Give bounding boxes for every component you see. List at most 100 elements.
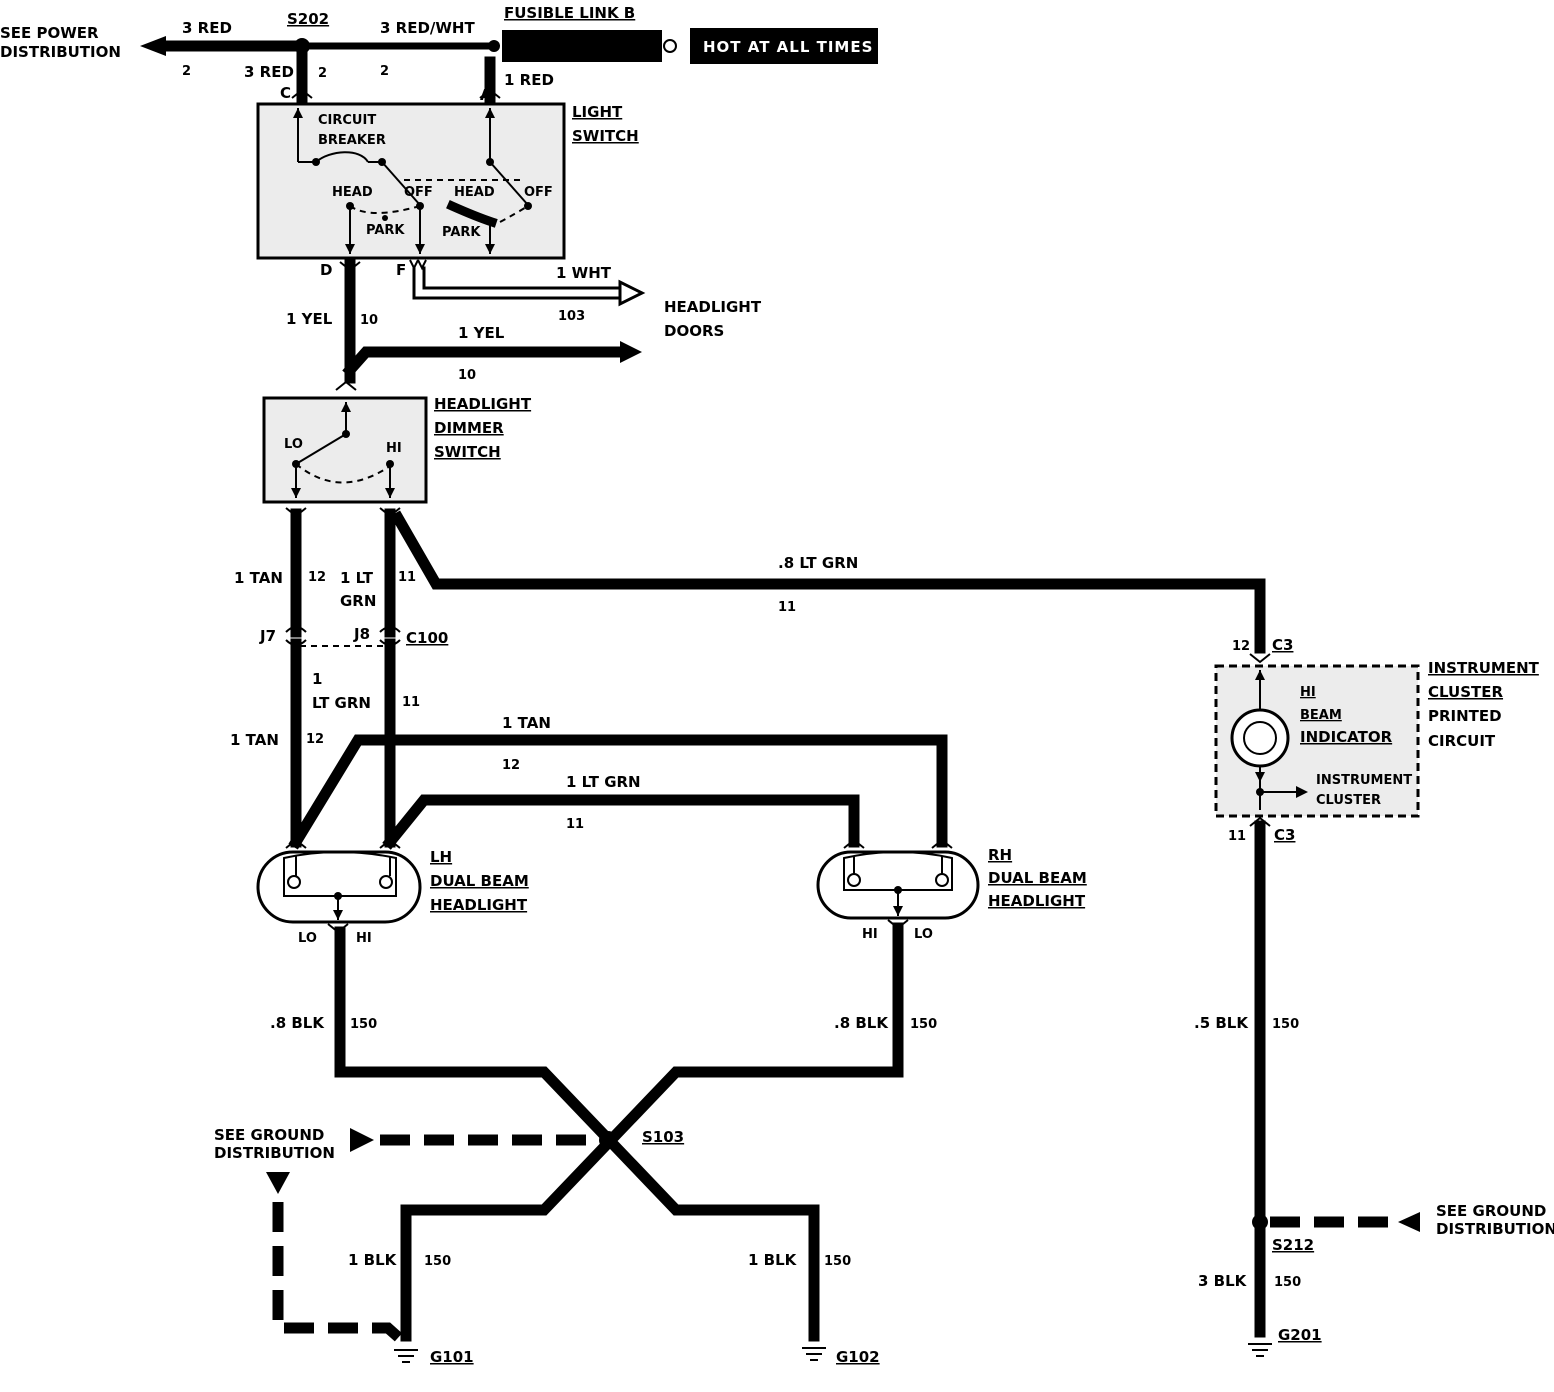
switch-position-label: OFF [404,185,433,200]
ground-arrow-icon [350,1128,374,1152]
see-ground-label: SEE GROUND [1436,1202,1546,1220]
circuit-number: 12 [1232,639,1250,654]
wire-label: 1 BLK [348,1251,398,1269]
lh-title: LH [430,848,452,866]
headlight-doors-feed: 1 WHT 103 HEADLIGHT DOORS 1 YEL 10 1 YEL… [286,256,762,384]
arrow-icon [620,341,642,363]
hi-beam-indicator-lamp [1230,708,1290,768]
circuit-number: 11 [566,817,584,832]
light-switch-title: LIGHT [572,103,623,121]
ground-g102-icon [802,1347,826,1361]
wire-label: .8 BLK [270,1014,325,1032]
cluster-title: INSTRUMENT [1428,659,1540,677]
wire-label: 3 RED/WHT [380,19,475,37]
dimmer-title: HEADLIGHT [434,395,532,413]
switch-position-label: HEAD [454,185,495,200]
ground-g201-icon [1248,1343,1272,1357]
wire-label: 1 RED [504,71,554,89]
ground-label: G102 [836,1348,880,1366]
circuit-number: 150 [350,1017,377,1032]
dimmer-hi-label: HI [386,441,402,456]
power-feed: SEE POWER DISTRIBUTION 3 RED 2 S202 3 RE… [0,4,878,98]
circuit-number: 2 [182,64,191,79]
instrument-cluster-label: CLUSTER [1316,793,1381,808]
hi-beam-label: INDICATOR [1300,728,1393,746]
wire-label: 1 TAN [234,569,283,587]
circuit-number: 12 [502,758,520,773]
connector-label: C3 [1272,636,1293,654]
dimmer-switch: LO HI HEADLIGHT DIMMER SWITCH [262,380,532,504]
headlight-doors-label: DOORS [664,322,724,340]
cluster-title: CLUSTER [1428,683,1503,701]
light-switch: LIGHT SWITCH C A CIRCUIT BREAKER HEAD OF… [256,56,639,279]
circuit-number: 10 [458,368,476,383]
lh-hi-label: HI [356,931,372,946]
splice-s103 [599,1131,617,1149]
wire-label: 1 BLK [748,1251,798,1269]
splice-label: S202 [287,10,329,28]
lh-title: DUAL BEAM [430,872,529,890]
ground-network: .8 BLK 150 .8 BLK 150 SEE GROUND DISTRIB… [214,922,1554,1366]
ground-label: G101 [430,1348,474,1366]
circuit-breaker-label: CIRCUIT [318,113,376,128]
rh-lo-label: LO [914,927,933,942]
dimmer-lo-label: LO [284,437,303,452]
see-power-label-2: DISTRIBUTION [0,43,121,61]
see-ground-label: SEE GROUND [214,1126,324,1144]
wire-label: .5 BLK [1194,1014,1249,1032]
circuit-number: 11 [398,570,416,585]
circuit-number: 12 [306,732,324,747]
wire-label: 1 WHT [556,264,612,282]
hi-beam-label: HI [1300,685,1316,700]
pin-label: A [480,86,492,104]
connector-label: J7 [259,627,276,645]
circuit-number: 150 [1272,1017,1299,1032]
circuit-number: 150 [824,1254,851,1269]
connector-label: C3 [1274,826,1295,844]
wire-label: 1 TAN [230,731,279,749]
circuit-number: 150 [910,1017,937,1032]
ground-arrow-icon [1398,1212,1420,1232]
dimmer-title: DIMMER [434,419,504,437]
cluster-title: PRINTED [1428,707,1502,725]
circuit-number: 150 [424,1254,451,1269]
splice-label: S212 [1272,1236,1314,1254]
light-switch-title: SWITCH [572,127,639,145]
wire-label: 3 RED [182,19,232,37]
headlight-doors-label: HEADLIGHT [664,298,762,316]
ground-g101-icon [394,1349,418,1363]
wire-label: 3 BLK [1198,1272,1248,1290]
switch-position-label: PARK [442,225,481,240]
headlight-harness: 1 TAN 12 1 LT GRN 11 J7 J8 C100 1 LT GRN… [230,507,1266,850]
light-switch-box [256,102,566,260]
pin-label: F [396,261,406,279]
lh-lo-label: LO [298,931,317,946]
see-ground-label: DISTRIBUTION [1436,1220,1554,1238]
splice-s212 [1252,1214,1268,1230]
circuit-number: 11 [778,600,796,615]
dimmer-title: SWITCH [434,443,501,461]
wire-label: 1 TAN [502,714,551,732]
instrument-cluster: 12 C3 INSTRUMENT CLUSTER PRINTED CIRCUIT… [1194,636,1540,1338]
circuit-number: 2 [318,66,327,81]
instrument-cluster-label: INSTRUMENT [1316,773,1412,788]
see-power-label-1: SEE POWER [0,24,99,42]
arrow-icon [618,279,646,307]
circuit-number: 11 [402,695,420,710]
wire-label: 1 YEL [458,324,505,342]
arrow-icon [1296,786,1308,798]
ground-arrow-icon [266,1172,290,1194]
fusible-link-label: FUSIBLE LINK B [504,4,635,22]
circuit-number: 103 [558,309,585,324]
rh-headlight: RH DUAL BEAM HEADLIGHT HI LO [816,838,1087,942]
wire-label: 1 LT GRN [566,773,641,791]
rh-title: DUAL BEAM [988,869,1087,887]
fusible-link-b [502,30,662,62]
lh-headlight: LH DUAL BEAM HEADLIGHT LO HI [256,838,529,946]
pin-label: C [280,84,291,102]
hot-label: HOT AT ALL TIMES [703,38,873,56]
lh-title: HEADLIGHT [430,896,528,914]
circuit-breaker-label: BREAKER [318,133,386,148]
circuit-number: 10 [360,313,378,328]
